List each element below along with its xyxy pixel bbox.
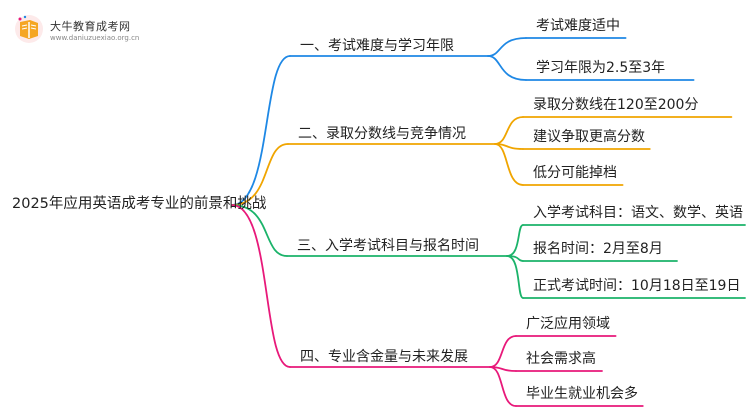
branch-topic: 二、录取分数线与竞争情况 — [298, 126, 466, 142]
branch-to-leaf-connector — [494, 116, 524, 145]
branch-to-leaf-connector — [489, 366, 517, 407]
leaf-topic: 广泛应用领域 — [526, 316, 610, 332]
root-to-branch-connector — [231, 204, 291, 368]
branch-topic: 四、专业含金量与未来发展 — [300, 349, 468, 365]
leaf-topic: 录取分数线在120至200分 — [533, 97, 699, 113]
leaf-topic: 入学考试科目：语文、数学、英语 — [533, 205, 743, 221]
leaf-topic: 正式考试时间：10月18日至19日 — [533, 278, 741, 294]
logo-url: www.daniuzuexiao.org.cn — [50, 34, 140, 42]
leaf-topic: 低分可能掉档 — [533, 165, 617, 181]
leaf-topic: 学习年限为2.5至3年 — [536, 60, 666, 76]
logo-title: 大牛教育成考网 — [50, 20, 131, 33]
root-to-branch-connector — [231, 204, 288, 257]
leaf-topic: 社会需求高 — [526, 351, 596, 367]
branch-to-leaf-connector — [487, 37, 527, 57]
leaf-topic: 毕业生就业机会多 — [526, 386, 638, 402]
leaf-topic: 建议争取更高分数 — [533, 129, 645, 145]
root-to-branch-connector — [231, 143, 289, 206]
branch-topic: 一、考试难度与学习年限 — [300, 38, 454, 54]
site-logo[interactable]: 大牛教育成考网 www.daniuzuexiao.org.cn — [14, 14, 164, 48]
root-topic: 2025年应用英语成考专业的前景和挑战 — [12, 196, 267, 212]
branch-to-leaf-connector — [506, 224, 524, 257]
leaf-topic: 报名时间：2月至8月 — [533, 241, 663, 257]
leaf-topic: 考试难度适中 — [536, 18, 620, 34]
branch-to-leaf-connector — [506, 255, 524, 299]
branch-to-leaf-connector — [489, 335, 517, 368]
branch-topic: 三、入学考试科目与报名时间 — [297, 238, 479, 254]
branch-to-leaf-connector — [494, 143, 524, 186]
root-to-branch-connector — [231, 55, 291, 206]
branch-to-leaf-connector — [487, 55, 527, 81]
book-logo-icon — [15, 15, 43, 43]
